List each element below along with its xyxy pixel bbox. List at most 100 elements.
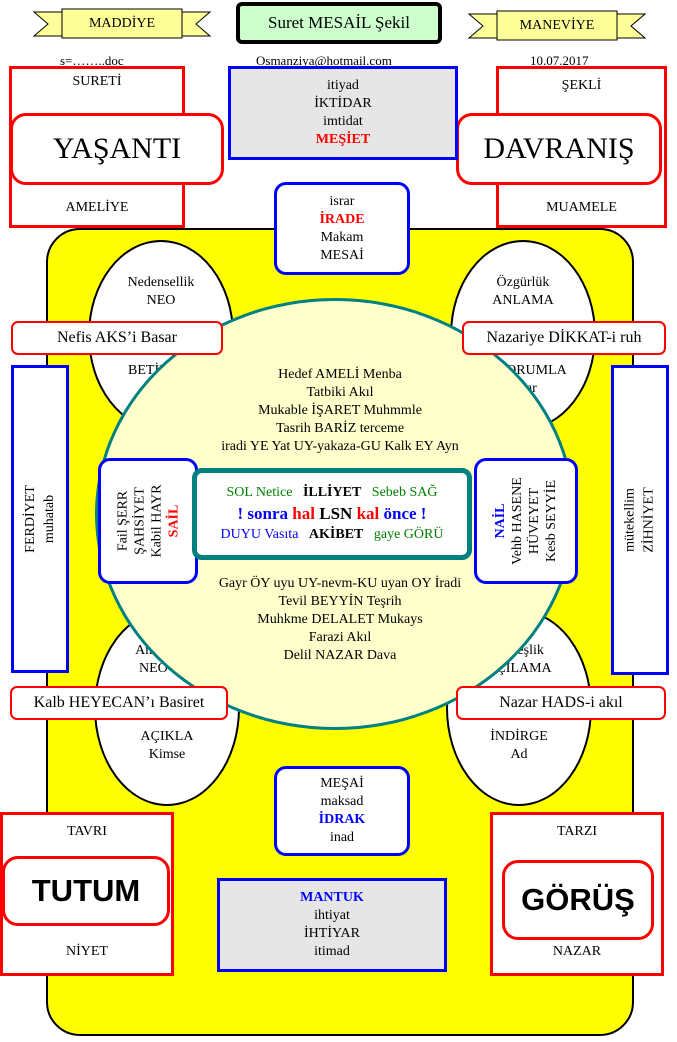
- davranis-label: DAVRANIŞ: [483, 132, 635, 165]
- text-line: SAİL: [166, 504, 181, 538]
- text-line: Vehb HASENE: [510, 477, 525, 565]
- text-line: İHTİYAR: [304, 926, 360, 941]
- ribbon-shape: [467, 10, 647, 41]
- yasanti-label-box: YAŞANTI: [10, 113, 224, 185]
- text-segment: İLLİYET: [302, 485, 362, 500]
- text-line: Mukable İŞARET Muhmmle: [258, 403, 422, 418]
- text-line: Kimse: [148, 747, 186, 762]
- text-line: MESAİ: [320, 247, 364, 263]
- side-box-zihniyet: mütekellim ZİHNİYET: [611, 365, 669, 675]
- text-line: FERDİYET: [23, 485, 39, 553]
- text-line: Delil NAZAR Dava: [283, 648, 397, 663]
- text-line: Gayr ÖY uyu UY-nevm-KU uyan OY İradi: [218, 576, 462, 591]
- text-line: Fail ŞERR: [115, 490, 130, 552]
- text-line: ANLAMA: [492, 293, 554, 308]
- text-segment: gaye GÖRÜ: [373, 527, 444, 542]
- text-line: İRADE: [319, 211, 365, 227]
- text-line: İNDİRGE: [490, 729, 548, 744]
- box-ihtiyar: MANTUK ihtiyat İHTİYAR itimad: [217, 878, 447, 972]
- corner-bottom-label: NAZAR: [552, 944, 602, 959]
- text-line: Farazi Akıl: [308, 630, 372, 645]
- text-segment: Sebeb SAĞ: [371, 485, 438, 500]
- text-segment: AKİBET: [308, 527, 364, 542]
- page-title: Suret MESAİL Şekil: [268, 13, 410, 32]
- bar-nefis: Nefis AKS’i Basar: [11, 321, 223, 355]
- text-line: mütekellim: [623, 488, 638, 552]
- text-line: Tasrih BARİZ terceme: [275, 421, 405, 436]
- text-line: Hedef AMELİ Menba: [278, 367, 402, 382]
- gorus-label: GÖRÜŞ: [521, 882, 635, 917]
- corner-bottom-label: AMELİYE: [65, 200, 129, 215]
- date-label: 10.07.2017: [530, 53, 589, 68]
- bar-label: Nazariye DİKKAT-i ruh: [486, 329, 642, 346]
- text-line: MANTUK: [300, 890, 364, 905]
- text-line: HÜVEYET: [527, 487, 542, 555]
- text-line: Nedensellik: [127, 275, 195, 290]
- text-line: Muhkme DELALET Mukays: [257, 612, 423, 627]
- corner-top-label: TAVRI: [67, 824, 107, 839]
- tutum-label-box: TUTUM: [2, 856, 170, 926]
- bar-label: Nefis AKS’i Basar: [57, 329, 177, 346]
- text-line: ihtiyat: [314, 908, 350, 923]
- center-box-illiyet: SOL Netice İLLİYET Sebeb SAĞ ! sonra hal…: [192, 468, 472, 560]
- gorus-label-box: GÖRÜŞ: [502, 860, 654, 940]
- corner-top-label: ŞEKLİ: [561, 78, 602, 93]
- text-line: Makam: [320, 229, 364, 245]
- box-idrak: MEŞAİ maksad İDRAK inad: [274, 766, 410, 856]
- ribbon-shape: [32, 8, 212, 39]
- text-line: İDRAK: [318, 812, 366, 827]
- text-line: inad: [329, 830, 355, 845]
- text-line: ŞAHSİYET: [132, 487, 147, 555]
- text-line: iradi YE Yat UY-yakaza-GU Kalk EY Ayn: [221, 439, 459, 454]
- bar-nazariye: Nazariye DİKKAT-i ruh: [462, 321, 666, 355]
- box-nail: NAİL Vehb HASENE HÜVEYET Kesb SEYYİE: [474, 458, 578, 584]
- box-irade: israr İRADE Makam MESAİ: [274, 182, 410, 275]
- text-segment: ! sonra: [237, 504, 289, 523]
- text-line: imtidat: [323, 114, 363, 129]
- banner-maneviye: MANEVİYE: [467, 10, 647, 42]
- text-line: Kesb SEYYİE: [544, 479, 559, 563]
- text-line: maksad: [320, 794, 364, 809]
- text-line: NEO: [146, 293, 176, 308]
- text-line: Tatbiki Akıl: [306, 385, 374, 400]
- box-iktidar: itiyad İKTİDAR imtidat MEŞİET: [228, 66, 458, 160]
- text-line: itimad: [314, 944, 350, 959]
- bar-nazar: Nazar HADS-i akıl: [456, 686, 666, 720]
- banner-maddiye-label: MADDİYE: [88, 15, 156, 31]
- text-line: Ad: [510, 747, 528, 762]
- bar-kalb: Kalb HEYECAN’ı Basiret: [10, 686, 228, 720]
- text-line: Kabil HAYR: [149, 484, 164, 558]
- text-segment: önce !: [383, 504, 427, 523]
- davranis-label-box: DAVRANIŞ: [456, 113, 662, 185]
- corner-top-label: TARZI: [556, 824, 598, 839]
- text-segment: hal: [292, 504, 315, 523]
- text-line: Tevil BEYYİN Teşrih: [278, 594, 402, 609]
- bar-label: Nazar HADS-i akıl: [499, 694, 623, 711]
- text-line: MEŞAİ: [320, 776, 364, 791]
- text-line: israr: [329, 193, 355, 209]
- text-line: Özgürlük: [496, 275, 550, 290]
- circle-bottom-text: Gayr ÖY uyu UY-nevm-KU uyan OY İradi Tev…: [170, 575, 510, 665]
- text-line: İKTİDAR: [314, 96, 372, 111]
- text-line: ar: [525, 381, 537, 396]
- circle-top-text: Hedef AMELİ Menba Tatbiki Akıl Mukable İ…: [170, 366, 510, 456]
- side-box-ferdiyet: FERDİYET muhatab: [11, 365, 69, 673]
- corner-bottom-label: NİYET: [66, 944, 108, 959]
- title-box: Suret MESAİL Şekil: [236, 2, 442, 44]
- yasanti-label: YAŞANTI: [52, 132, 182, 165]
- tutum-label: TUTUM: [31, 873, 141, 908]
- bar-label: Kalb HEYECAN’ı Basiret: [33, 694, 205, 711]
- text-line: muhatab: [42, 494, 58, 544]
- banner-maneviye-label: MANEVİYE: [519, 17, 595, 33]
- text-line: MEŞİET: [315, 132, 371, 147]
- text-segment: SOL Netice: [226, 485, 293, 500]
- file-label: s=……..doc: [60, 53, 124, 68]
- text-segment: LSN: [319, 504, 353, 523]
- box-sail: Fail ŞERR ŞAHSİYET Kabil HAYR SAİL: [98, 458, 198, 584]
- text-segment: DUYU Vasıta: [220, 527, 299, 542]
- text-segment: kal: [356, 504, 380, 523]
- corner-top-label: SURETİ: [72, 74, 122, 89]
- banner-maddiye: MADDİYE: [32, 8, 212, 40]
- text-line: ZİHNİYET: [642, 487, 657, 553]
- text-line: itiyad: [327, 78, 359, 93]
